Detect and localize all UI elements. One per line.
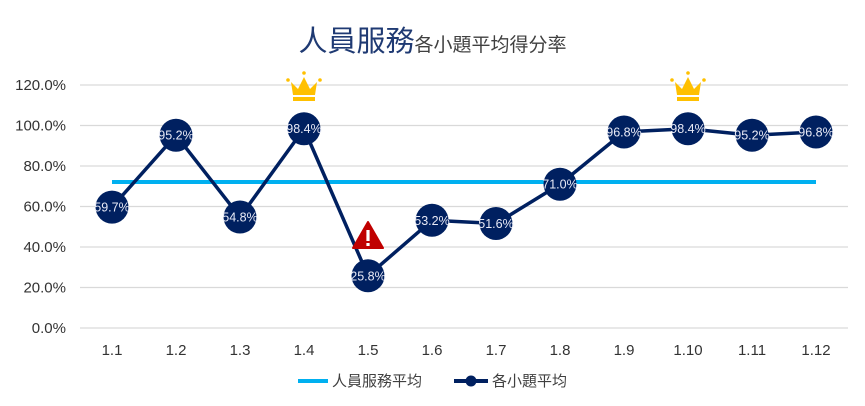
data-point: [543, 167, 577, 201]
data-label: 54.8%: [222, 211, 257, 225]
y-tick-label: 80.0%: [23, 158, 66, 175]
data-point: [607, 115, 641, 149]
legend-label-average: 人員服務平均: [331, 372, 422, 390]
data-point: [671, 112, 705, 146]
legend-line-average-icon: [297, 378, 328, 383]
data-label: 98.4%: [670, 122, 705, 136]
x-tick-label: 1.9: [614, 342, 635, 359]
x-tick-label: 1.12: [801, 342, 830, 359]
data-label: 59.7%: [94, 201, 129, 215]
x-tick-label: 1.1: [102, 342, 123, 359]
x-tick-label: 1.10: [673, 342, 702, 359]
x-tick-label: 1.3: [230, 342, 251, 359]
y-tick-label: 0.0%: [32, 320, 66, 337]
data-label: 95.2%: [158, 129, 193, 143]
data-label: 98.4%: [286, 122, 321, 136]
warning-icon: [352, 221, 384, 249]
data-point: [479, 207, 513, 241]
x-tick-label: 1.8: [550, 342, 571, 359]
data-label: 71.0%: [542, 178, 577, 192]
data-label: 51.6%: [478, 217, 513, 231]
chart-title: 人員服務各小題平均得分率: [0, 18, 865, 60]
legend-marker-subitems-icon: [454, 375, 488, 386]
data-label: 53.2%: [414, 214, 449, 228]
legend-item-average: 人員服務平均: [297, 370, 422, 391]
y-tick-label: 100.0%: [15, 118, 66, 135]
chart-legend: 人員服務平均 各小題平均: [0, 370, 865, 391]
data-point: [351, 259, 385, 293]
chart-subtitle: 各小題平均得分率: [414, 34, 567, 56]
legend-item-subitems: 各小題平均: [454, 370, 567, 391]
x-tick-label: 1.11: [738, 342, 766, 359]
series-line: [110, 126, 817, 278]
crown-icon: [670, 71, 706, 101]
y-tick-label: 60.0%: [23, 199, 66, 216]
data-point: [223, 200, 257, 234]
data-point: [287, 112, 321, 146]
y-tick-label: 120.0%: [15, 77, 66, 94]
chart-title-main: 人員服務: [298, 24, 415, 58]
x-tick-label: 1.4: [294, 342, 315, 359]
data-label: 96.8%: [606, 125, 641, 139]
crown-icon: [286, 71, 322, 101]
legend-label-subitems: 各小題平均: [492, 372, 568, 390]
x-tick-label: 1.5: [358, 342, 379, 359]
data-label: 95.2%: [734, 129, 769, 143]
x-tick-label: 1.6: [422, 342, 443, 359]
data-point: [735, 118, 769, 152]
y-tick-label: 40.0%: [23, 239, 66, 256]
x-tick-label: 1.2: [166, 342, 187, 359]
data-point: [799, 115, 833, 149]
data-label: 96.8%: [798, 125, 833, 139]
data-point: [159, 118, 193, 152]
x-tick-label: 1.7: [486, 342, 507, 359]
y-tick-label: 20.0%: [23, 280, 66, 297]
data-label: 25.8%: [350, 269, 385, 283]
data-point: [95, 190, 129, 224]
data-point: [415, 203, 449, 237]
